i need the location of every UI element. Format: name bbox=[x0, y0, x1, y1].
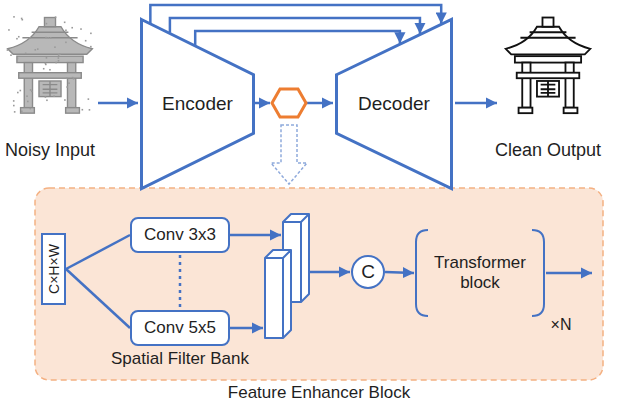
decoder-block: Decoder bbox=[335, 18, 453, 190]
feature-maps bbox=[265, 214, 309, 338]
node-text: Transformer block bbox=[430, 253, 530, 292]
conv-arrow bbox=[230, 234, 281, 237]
feature-link bbox=[385, 272, 414, 273]
clean-image bbox=[506, 18, 591, 114]
transformer-block: Transformer block bbox=[414, 228, 546, 318]
node-text: Encoder bbox=[162, 93, 233, 115]
node-text: C bbox=[361, 261, 375, 283]
bottleneck-arrow bbox=[307, 102, 333, 105]
node-text: C×H×W bbox=[45, 244, 61, 294]
bottleneck-arrow bbox=[255, 102, 270, 105]
input-label: Noisy Input bbox=[5, 140, 95, 161]
skip-connection bbox=[150, 5, 441, 24]
noisy-image bbox=[8, 18, 93, 114]
concat-arrow bbox=[310, 271, 350, 274]
concat-circle: C bbox=[351, 255, 385, 289]
filter-bank-label: Spatial Filter Bank bbox=[111, 349, 249, 369]
node-text: Conv 5x5 bbox=[144, 318, 216, 338]
conv-arrow bbox=[230, 327, 263, 330]
node-text: Conv 3x3 bbox=[144, 225, 216, 245]
conv-box: Conv 3x3 bbox=[130, 217, 230, 253]
feature-link bbox=[66, 235, 130, 269]
input-tensor: C×H×W bbox=[41, 233, 66, 305]
noise-specks bbox=[7, 16, 92, 113]
repeat-count: ×N bbox=[551, 316, 572, 334]
skip-connection bbox=[195, 31, 400, 45]
conv-box: Conv 5x5 bbox=[130, 310, 230, 346]
output-label: Clean Output bbox=[495, 140, 601, 161]
block-background bbox=[35, 188, 603, 380]
feature-link bbox=[66, 269, 130, 328]
input-arrow bbox=[98, 102, 138, 105]
block-title: Feature Enhancer Block bbox=[35, 383, 603, 403]
encoder-block: Encoder bbox=[140, 18, 255, 190]
output-arrow bbox=[455, 102, 497, 105]
node-text: Decoder bbox=[358, 93, 430, 115]
zoom-arrow bbox=[271, 125, 307, 184]
feature-link bbox=[179, 255, 182, 308]
output-arrow bbox=[546, 272, 592, 275]
bottleneck-hexagon bbox=[272, 89, 306, 117]
